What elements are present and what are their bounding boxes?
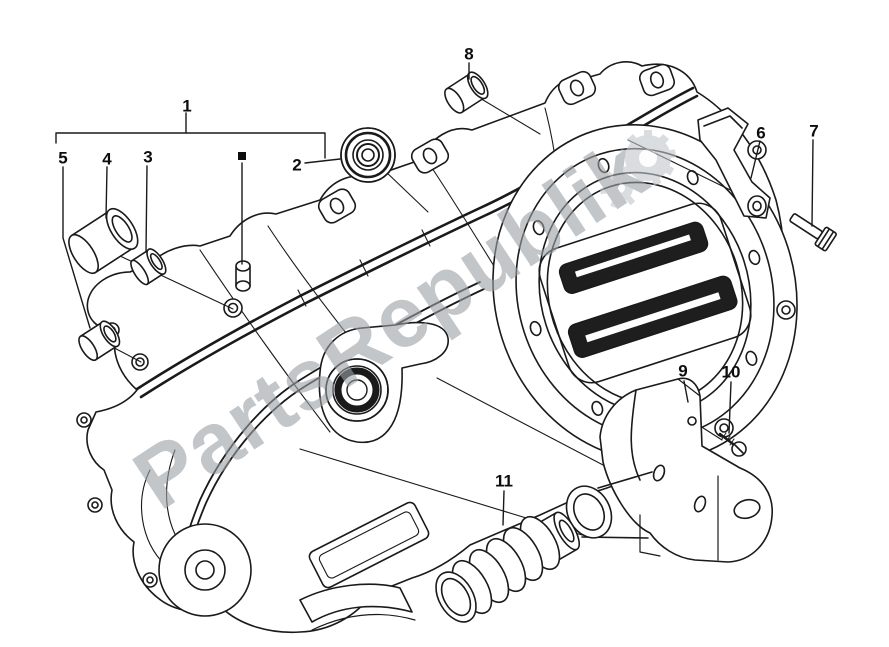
fan-flange-drawing <box>492 124 798 462</box>
leader-lines <box>55 62 814 526</box>
cover-reference-marker <box>238 152 246 160</box>
gear-icon <box>599 130 677 208</box>
callout-label-2: 2 <box>292 155 302 175</box>
hose-part-11 <box>435 511 581 623</box>
spacer-part-5 <box>78 320 121 362</box>
stay-part-6 <box>697 107 771 219</box>
callout-label-8: 8 <box>464 44 474 64</box>
callout-label-4: 4 <box>102 149 112 169</box>
bushing-part-4 <box>68 207 139 275</box>
bolt-part-7 <box>789 213 837 252</box>
callout-label-5: 5 <box>58 148 68 168</box>
callout-label-11: 11 <box>495 471 513 491</box>
callout-label-10: 10 <box>721 362 741 382</box>
callout-label-3: 3 <box>143 147 153 167</box>
callout-label-7: 7 <box>809 121 819 141</box>
screw-part-10 <box>718 432 747 457</box>
callout-label-6: 6 <box>756 123 766 143</box>
callout-bracket-1 <box>55 132 326 159</box>
callout-label-1: 1 <box>182 96 192 116</box>
bracket-part-9 <box>565 377 773 563</box>
cover-bearing-boss <box>325 358 389 422</box>
callout-label-9: 9 <box>678 361 688 381</box>
bushing-part-8 <box>444 71 489 114</box>
bearing-part-2 <box>340 127 396 183</box>
